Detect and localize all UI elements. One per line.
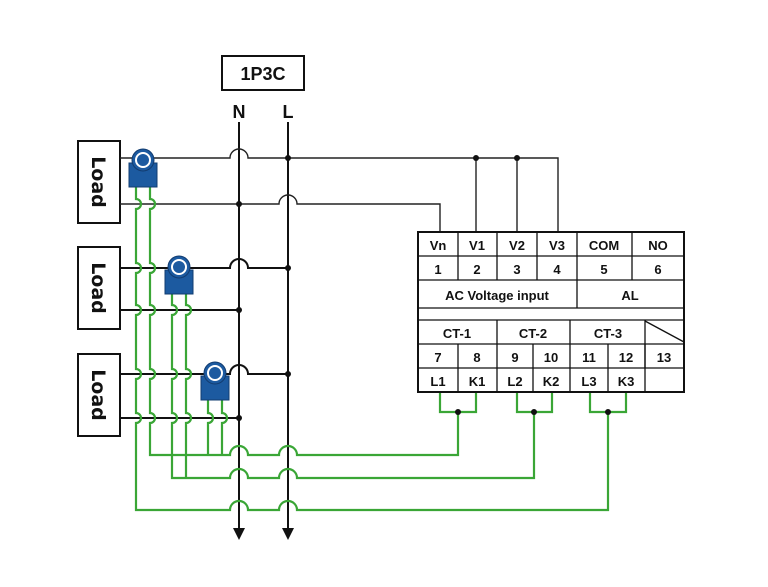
ct3-wire-a	[206, 395, 215, 455]
ac-voltage-input-label: AC Voltage input	[445, 288, 549, 303]
live-arrow-icon	[282, 528, 294, 540]
term-l2: L2	[507, 374, 522, 389]
load-1-label: Load	[87, 156, 109, 208]
term-k2: K2	[543, 374, 560, 389]
ct2-wire-a	[170, 290, 536, 480]
load1-neutral-wire	[120, 194, 441, 232]
term-num-4: 4	[553, 262, 561, 277]
ct-group-3: CT-3	[594, 326, 622, 341]
term-num-10: 10	[544, 350, 558, 365]
term-k3: K3	[618, 374, 635, 389]
load-3-label: Load	[87, 369, 109, 421]
term-num-13: 13	[657, 350, 671, 365]
term-v2: V2	[509, 238, 525, 253]
load-box-1: Load	[77, 140, 121, 224]
term-num-8: 8	[473, 350, 480, 365]
term-vn: Vn	[430, 238, 447, 253]
term-num-7: 7	[434, 350, 441, 365]
meter-terminal-block	[417, 231, 685, 393]
neutral-arrow-icon	[233, 528, 245, 540]
term-no: NO	[648, 238, 668, 253]
term-num-12: 12	[619, 350, 633, 365]
term-num-1: 1	[434, 262, 441, 277]
ct3-wire-b	[220, 395, 229, 455]
ct-sensor-3-icon	[200, 361, 230, 401]
ct1-wire-a	[134, 185, 610, 512]
ct-group-2: CT-2	[519, 326, 547, 341]
term-v3: V3	[549, 238, 565, 253]
term-num-2: 2	[473, 262, 480, 277]
term-num-11: 11	[582, 350, 596, 365]
term-l1: L1	[430, 374, 445, 389]
ct-junction-dots	[455, 409, 611, 415]
load-2-label: Load	[87, 262, 109, 314]
term-l3: L3	[581, 374, 596, 389]
term-num-3: 3	[513, 262, 520, 277]
ct-sensor-2-icon	[164, 255, 194, 295]
load3-live-wire	[120, 364, 288, 375]
ct1-wire-b	[148, 185, 460, 457]
term-v1: V1	[469, 238, 485, 253]
load-box-3: Load	[77, 353, 121, 437]
term-num-9: 9	[511, 350, 518, 365]
ct2-terminal-link	[515, 392, 554, 414]
system-label-box	[221, 55, 305, 91]
load-box-2: Load	[77, 246, 121, 330]
ct-group-1: CT-1	[443, 326, 471, 341]
term-k1: K1	[469, 374, 486, 389]
term-num-6: 6	[654, 262, 661, 277]
system-label: 1P3C	[240, 64, 285, 84]
ct-sensor-1-icon	[128, 148, 158, 188]
junction-dots	[236, 155, 520, 421]
load1-live-wire	[120, 148, 559, 232]
term-num-5: 5	[600, 262, 607, 277]
load2-live-wire	[120, 258, 288, 269]
neutral-label: N	[233, 102, 246, 122]
live-label: L	[283, 102, 294, 122]
term-com: COM	[589, 238, 619, 253]
alarm-label: AL	[621, 288, 638, 303]
ct2-wire-b	[184, 290, 193, 478]
